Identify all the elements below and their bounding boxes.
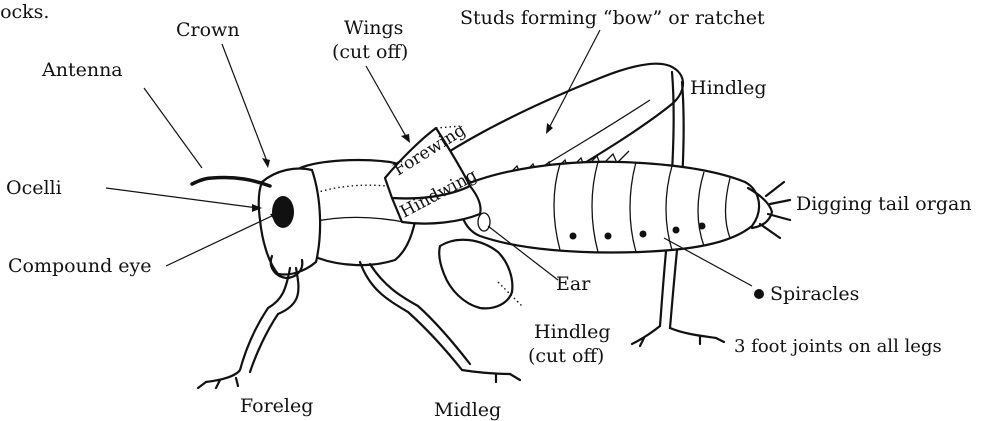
label-ear: Ear: [556, 273, 591, 295]
label-foreleg: Foreleg: [240, 395, 313, 417]
label-hindleg-top: Hindleg: [690, 77, 767, 99]
label-foot-joints: 3 foot joints on all legs: [734, 336, 942, 357]
label-hindleg-cut: Hindleg: [534, 321, 611, 343]
label-hindleg-cut-sub: (cut off): [528, 345, 604, 367]
hindleg-stump: [439, 240, 512, 309]
pointer-antenna: [144, 88, 202, 168]
label-antenna: Antenna: [41, 59, 123, 81]
compound-eye-shape: [272, 196, 294, 228]
label-digging-tail: Digging tail organ: [796, 193, 972, 215]
antenna-shape: [192, 177, 270, 186]
label-wings: Wings: [344, 17, 403, 39]
label-compound-eye: Compound eye: [8, 255, 152, 277]
pointer-crown: [222, 44, 268, 164]
hind-foot: [632, 326, 724, 346]
pointer-compound-eye: [166, 214, 276, 266]
label-wings-sub: (cut off): [332, 41, 408, 63]
label-studs: Studs forming “bow” or ratchet: [460, 7, 765, 29]
text-fragment: locks.: [0, 1, 49, 23]
pointer-ocelli: [106, 188, 258, 208]
label-midleg: Midleg: [434, 399, 501, 421]
label-spiracles: Spiracles: [770, 283, 859, 305]
label-crown: Crown: [176, 19, 240, 41]
pointer-wings: [366, 66, 408, 140]
foreleg-shape: [206, 268, 298, 382]
label-ocelli: Ocelli: [6, 177, 62, 199]
spiracles-bullet: [754, 289, 764, 299]
grasshopper-illustration: Forewing Hindwing: [192, 64, 790, 388]
